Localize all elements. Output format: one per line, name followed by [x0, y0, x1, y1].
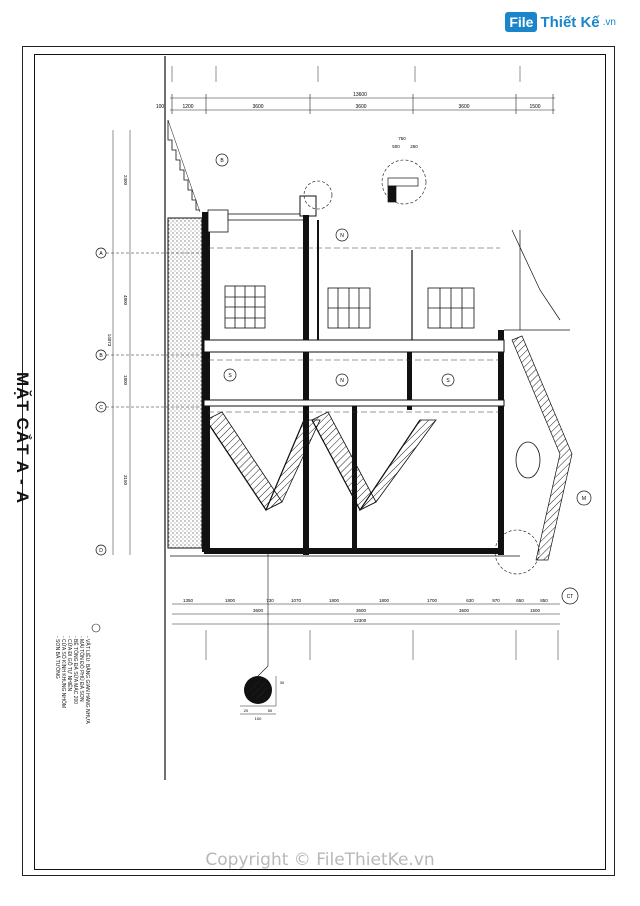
bottom-dim-1: 1350 [183, 598, 194, 603]
top-dim-1: 100 [156, 104, 165, 110]
window-2 [327, 287, 371, 329]
roof-right [504, 229, 570, 331]
left-total: 14073 [107, 334, 112, 347]
callout-circles [303, 159, 540, 575]
column-4 [498, 330, 504, 555]
top-dimension-ticks [171, 94, 554, 114]
left-stepped-parapet [167, 119, 201, 213]
notes-block: - VẬT LIỆU: BẢNG GIAN HÀNG NHỰA - MÁI TÔ… [54, 636, 90, 724]
top-dim-2: 1200 [182, 104, 193, 110]
column-2 [303, 215, 309, 555]
bottom-level-markers [205, 630, 559, 660]
bottom-dim-5: 1800 [329, 598, 340, 603]
bottom-dim-2: 1800 [225, 598, 236, 603]
bottom-dim-3: 730 [266, 598, 274, 603]
roof-beam-left [207, 209, 229, 233]
top-dim-4: 3600 [355, 104, 366, 110]
bottom-dim-4: 1070 [291, 598, 302, 603]
top-total-dim: 13600 [353, 92, 367, 98]
dashed-level-lines [208, 247, 500, 413]
floor-slab-mezzanine [203, 399, 505, 407]
note-4: - CỬA ĐI GỖ TỰ NHIÊN [66, 636, 72, 692]
left-grid-bubbles [95, 247, 107, 556]
small-dim-4: 50 [268, 708, 273, 713]
tag-M: M [582, 496, 586, 502]
left-dim-2: 4800 [123, 295, 128, 306]
window-1 [224, 285, 266, 329]
window-3 [427, 287, 475, 329]
arch-opening [515, 441, 541, 479]
tag-CT: CT [567, 594, 574, 600]
small-dim-3: 20 [244, 708, 249, 713]
small-dim-1: 30 [280, 680, 285, 685]
tag-S2: S [446, 378, 450, 384]
copyright-watermark: Copyright © FileThietKe.vn [205, 850, 435, 870]
drawing-frame [34, 54, 606, 870]
bottom-total: 12300 [354, 618, 367, 623]
bottom-dimension-lines [172, 603, 560, 625]
small-dim-2: 100 [255, 716, 262, 721]
bottom-sub-3: 3600 [459, 608, 470, 613]
roof-slab [227, 213, 305, 221]
ground-slab [204, 548, 504, 554]
left-dim-5: 3150 [123, 475, 128, 486]
bottom-dim-11: 850 [540, 598, 548, 603]
column-3a [407, 350, 412, 410]
detail-dim-2: 500 [392, 144, 400, 149]
bottom-dim-7: 1700 [427, 598, 438, 603]
exterior-stair [511, 335, 573, 561]
logo-name: Thiết Kế [540, 13, 600, 31]
drawing-title: MẶT CẮT A - A [13, 372, 32, 504]
staircase-1 [205, 411, 321, 511]
axis-A: A [99, 251, 103, 257]
axis-B: B [99, 353, 103, 359]
note-1: - VẬT LIỆU: BẢNG GIAN HÀNG NHỰA [84, 636, 90, 724]
tag-S1: S [228, 373, 232, 379]
detail-dim-3: 250 [410, 144, 418, 149]
detail-dim-1: 750 [398, 136, 406, 141]
logo-tld: .vn [602, 16, 616, 28]
tag-N2: N [340, 378, 344, 384]
note-5: - CỬA SỔ KÍNH KHUNG NHÔM [60, 636, 66, 709]
logo-badge: File [505, 12, 538, 32]
bottom-sub-1: 3600 [253, 608, 264, 613]
left-wall-hatched [167, 217, 203, 549]
outer-frame [22, 46, 615, 876]
axis-C: C [99, 405, 103, 411]
note-3: - BÊ TÔNG ĐÁ SỬA MÁC 200 [72, 636, 78, 705]
top-level-markers [171, 66, 521, 82]
top-detail [387, 177, 419, 203]
top-dim-3: 3600 [252, 104, 263, 110]
top-dimension-lines [170, 97, 555, 111]
axis-D: D [99, 548, 103, 554]
detail-tags [215, 153, 592, 605]
left-dim-3: 1800 [123, 375, 128, 386]
bottom-dim-10: 650 [516, 598, 524, 603]
left-dim-1: 2400 [123, 175, 128, 186]
tag-B: B [220, 158, 224, 164]
top-dim-5: 3600 [458, 104, 469, 110]
bottom-dim-8: 630 [466, 598, 474, 603]
floor-slab-2 [203, 339, 505, 353]
filethietke-logo: File Thiết Kế .vn [505, 12, 616, 32]
left-dimension-lines [106, 130, 200, 555]
bottom-sub-2: 3600 [356, 608, 367, 613]
staircase-2 [311, 411, 437, 512]
bottom-sub-4: 1500 [530, 608, 541, 613]
left-structural-wall [202, 212, 210, 552]
top-dim-6: 1500 [529, 104, 540, 110]
bottom-dim-6: 1800 [379, 598, 390, 603]
tag-N1: N [340, 233, 344, 239]
bottom-dim-9: 970 [492, 598, 500, 603]
notes-bullet [91, 623, 101, 633]
